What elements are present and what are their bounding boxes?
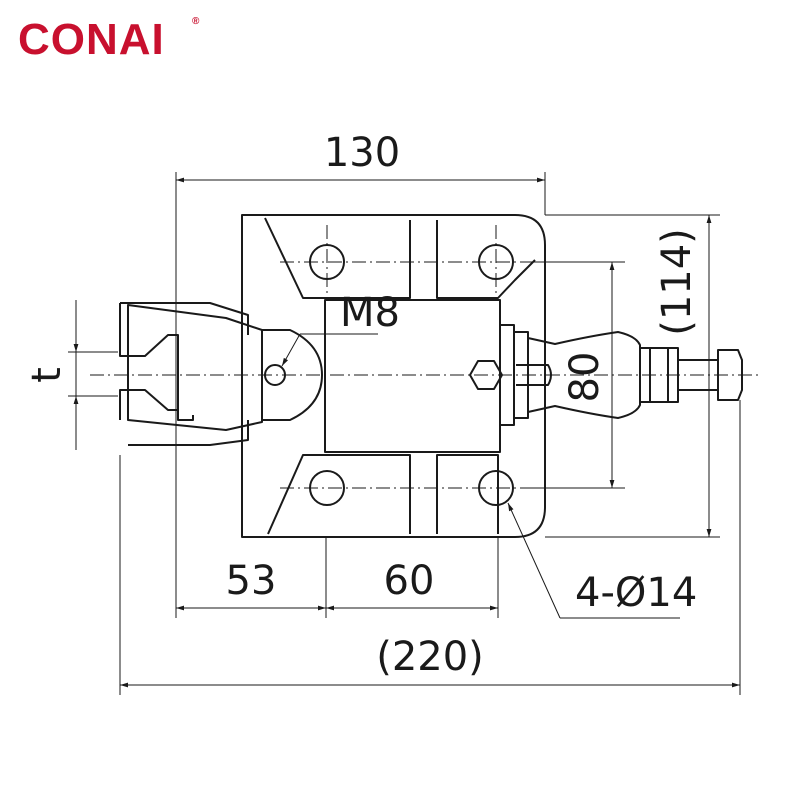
dim-bolt-height: (114) [654,228,700,336]
centerlines [90,225,760,489]
hole-callout: 4-Ø14 [575,570,697,616]
brand-name: CONAI [18,15,165,64]
dim-bolt-pitch: 60 [384,558,435,604]
dimension-labels: 130 53 60 (220) M8 4-Ø14 (114) 80 t [24,130,700,680]
brand-registered-mark: ® [192,16,200,27]
leaders [281,333,680,619]
dim-overall-length: (220) [376,634,484,680]
extension-lines [68,172,741,695]
thread-label: M8 [340,290,400,336]
dim-thickness: t [24,367,70,383]
dim-bolt-spacing: 80 [562,352,608,403]
dim-overall-top: 130 [324,130,400,176]
brand-logo: CONAI ® [18,15,200,64]
dimension-lines [73,177,740,688]
dim-tip-offset: 53 [226,558,277,604]
clevis [119,302,323,446]
